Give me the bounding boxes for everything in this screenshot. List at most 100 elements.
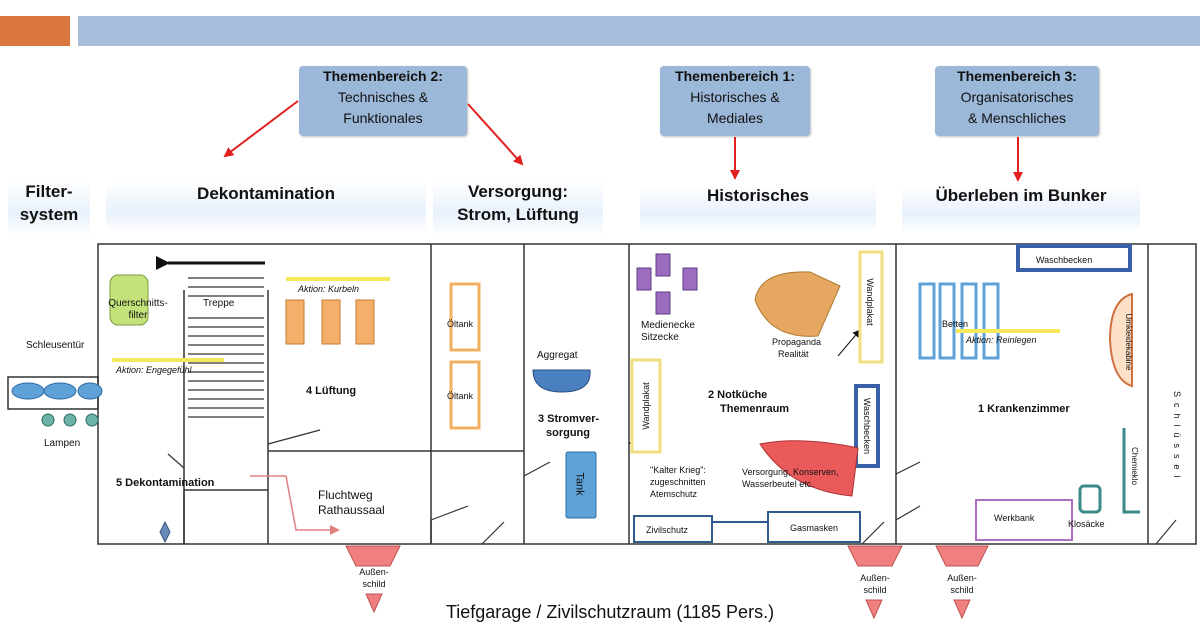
theme-title: Themenbereich 2: xyxy=(323,68,443,84)
tank-shape xyxy=(565,451,597,519)
theme-line: Historisches & xyxy=(690,89,780,105)
theme-line: & Menschliches xyxy=(967,110,1067,126)
oeltank-2-label: Öltank xyxy=(447,391,474,401)
section-versorgung: Versorgung: Strom, Lüftung xyxy=(433,180,603,236)
dekon-diamond xyxy=(159,520,171,544)
kalter-krieg-label: "Kalter Krieg": zugeschnitten Atemschutz xyxy=(650,465,706,499)
aktion-reinlegen-highlight xyxy=(956,329,1060,333)
theme-box-3: Themenbereich 3: Organisatorisches & Men… xyxy=(935,66,1099,136)
propaganda-label: Propaganda Realität xyxy=(772,337,822,359)
section-label: Strom, Lüftung xyxy=(457,205,579,224)
wandplakat-left-label: Wandplakat xyxy=(641,382,651,430)
aktion-kurbeln-highlight xyxy=(286,277,390,281)
dekontamination-label: 5 Dekontamination xyxy=(116,477,215,489)
section-dekontamination: Dekontamination xyxy=(106,182,426,232)
theme-line: Funktionales xyxy=(343,110,423,126)
theme-line: Organisatorisches xyxy=(960,89,1074,105)
fluchtweg-label: Fluchtweg Rathaussaal xyxy=(318,488,385,517)
aussenschild-1-label: Außen- schild xyxy=(359,567,389,589)
aktion-engegefuehl-highlight xyxy=(112,358,224,362)
waschbecken-top-label: Waschbecken xyxy=(1036,255,1093,265)
tank-label: Tank xyxy=(573,472,586,496)
section-label: Dekontamination xyxy=(197,184,335,203)
werkbank-shape xyxy=(975,499,1073,541)
lampen-label: Lampen xyxy=(44,438,81,449)
section-historisches: Historisches xyxy=(640,184,876,234)
wandplakat-right-label: Wandplakat xyxy=(865,278,875,326)
oeltank-1-label: Öltank xyxy=(447,319,474,329)
gasmasken-label: Gasmasken xyxy=(790,523,839,533)
kurbel-2 xyxy=(321,299,341,345)
oeltank-2 xyxy=(449,360,481,430)
querschnittsfilter-label: Querschnitts- filter xyxy=(108,298,168,321)
klosaecke-label: Klosäcke xyxy=(1068,519,1105,529)
aktion-engegefuehl-label: Aktion: Engegefühl xyxy=(116,365,192,375)
walls xyxy=(7,243,1197,545)
door-swings xyxy=(167,429,1177,545)
versorgung-label: Versorgung, Konserven, Wasserbeutel etc. xyxy=(742,467,839,489)
treppe-label: Treppe xyxy=(203,298,235,309)
section-label: Überleben im Bunker xyxy=(935,186,1107,205)
notkueche-label: 2 Notküche Themenraum xyxy=(708,389,790,415)
theme-title: Themenbereich 1: xyxy=(675,68,795,84)
aggregat-label: Aggregat xyxy=(537,350,578,361)
schluessel-label: Schlüssel xyxy=(1172,391,1182,484)
zivilschutz-label: Zivilschutz xyxy=(646,525,689,535)
wandplakat-right-shape xyxy=(858,250,884,364)
theme-box-1: Themenbereich 1: Historisches & Mediales xyxy=(660,66,810,136)
section-label: Historisches xyxy=(706,186,810,205)
theme-title: Themenbereich 3: xyxy=(957,68,1077,84)
section-filtersystem: Filter- system xyxy=(8,180,90,236)
umkleidekabine-shape xyxy=(1108,292,1133,388)
section-label: system xyxy=(19,205,79,224)
aussen-schilder xyxy=(345,545,989,620)
theme-line: Technisches & xyxy=(337,89,429,105)
kurbel-3 xyxy=(355,299,375,345)
aggregat-shape xyxy=(532,369,591,393)
filter-lamp-1 xyxy=(11,382,45,400)
header-accent-bar xyxy=(0,16,70,46)
wandplakat-left-shape xyxy=(630,358,662,454)
oeltank-1 xyxy=(449,282,481,352)
stairs xyxy=(188,277,264,418)
fluchtweg-arrow xyxy=(250,475,340,535)
waschbecken-top-shape xyxy=(1016,244,1132,272)
klosaecke-shape xyxy=(1078,484,1102,514)
notkueche-shape xyxy=(759,440,859,497)
medienecke-label: Medienecke Sitzecke xyxy=(641,320,695,343)
betten-label: Betten xyxy=(942,319,969,329)
umkleidekabine-label: Umkleidekabine xyxy=(1124,313,1133,371)
chemieklo-label: Chemieklo xyxy=(1130,447,1139,485)
arrow-to-dekon xyxy=(223,100,299,158)
medienecke-chairs xyxy=(636,253,698,315)
kurbel-1 xyxy=(285,299,305,345)
propaganda-shape xyxy=(754,271,841,337)
lamp-gears xyxy=(41,413,99,427)
querschnittsfilter-shape xyxy=(109,274,149,326)
filter-lamp-3 xyxy=(77,382,103,400)
aktion-kurbeln-label: Aktion: Kurbeln xyxy=(298,284,360,294)
aktion-reinlegen-label: Aktion: Reinlegen xyxy=(966,335,1037,345)
section-ueberleben: Überleben im Bunker xyxy=(902,184,1140,234)
werkbank-label: Werkbank xyxy=(994,513,1035,523)
aussenschild-2-label: Außen- schild xyxy=(860,573,890,595)
aussenschild-3-label: Außen- schild xyxy=(947,573,977,595)
plan-caption: Tiefgarage / Zivilschutzraum (1185 Pers.… xyxy=(445,602,775,622)
waschbecken-vert-shape xyxy=(854,384,880,468)
chemieklo-shape xyxy=(1122,428,1140,514)
filter-lamp-2 xyxy=(43,382,77,400)
theme-line: Mediales xyxy=(706,110,764,126)
header-bar xyxy=(78,16,1200,46)
theme-box-2: Themenbereich 2: Technisches & Funktiona… xyxy=(299,66,467,136)
section-label: Filter- xyxy=(25,182,73,201)
theme-arrows xyxy=(223,100,1023,182)
zivilschutz-shape xyxy=(633,515,713,543)
waschbecken-vert-label: Waschbecken xyxy=(862,397,872,455)
propaganda-pointer xyxy=(837,329,861,357)
section-label: Versorgung: xyxy=(467,182,569,201)
arrow-to-versorgung xyxy=(467,103,524,166)
lueftung-label: 4 Lüftung xyxy=(306,385,357,397)
betten-shapes xyxy=(918,282,1000,360)
krankenzimmer-label: 1 Krankenzimmer xyxy=(978,403,1070,415)
